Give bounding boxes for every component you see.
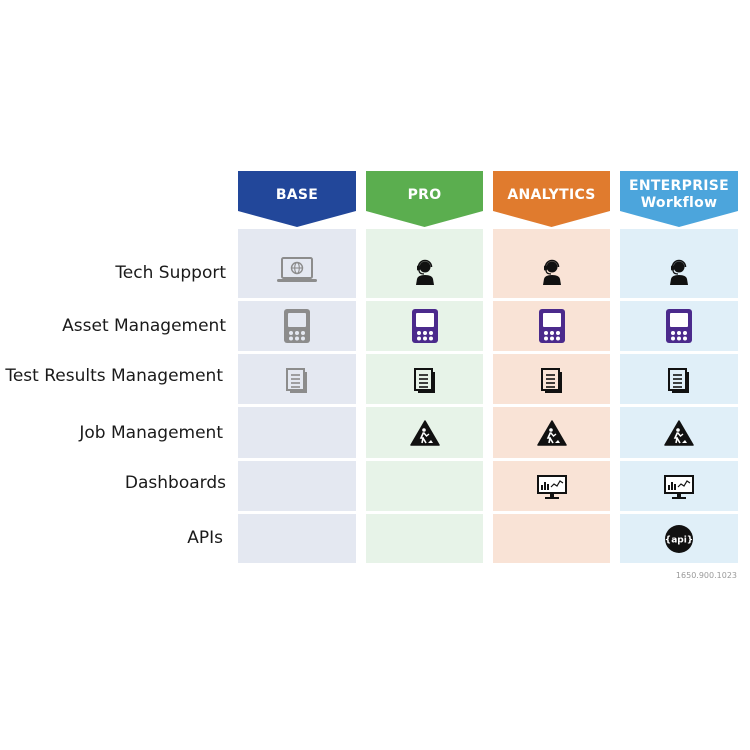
dashboard-monitor-icon bbox=[536, 475, 567, 499]
api-icon: {api} bbox=[665, 525, 693, 553]
column-analytics: ANALYTICS bbox=[493, 171, 610, 563]
cell-analytics-test-results-management bbox=[493, 354, 610, 404]
row-label-job-management: Job Management bbox=[79, 423, 223, 443]
cell-analytics-asset-management bbox=[493, 301, 610, 351]
document-icon bbox=[286, 368, 307, 393]
document-icon bbox=[540, 368, 562, 393]
cell-base-dashboards bbox=[238, 461, 356, 511]
cell-analytics-tech-support bbox=[493, 229, 610, 298]
column-subtitle-enterprise: Workflow bbox=[640, 195, 718, 211]
column-title-base: BASE bbox=[275, 187, 319, 203]
document-icon bbox=[413, 368, 435, 393]
cell-enterprise-dashboards bbox=[620, 461, 738, 511]
column-header-enterprise: ENTERPRISE Workflow bbox=[620, 171, 738, 227]
work-in-progress-icon bbox=[664, 420, 694, 446]
cell-pro-job-management bbox=[366, 407, 483, 458]
cell-base-asset-management bbox=[238, 301, 356, 351]
cell-analytics-dashboards bbox=[493, 461, 610, 511]
document-icon bbox=[668, 368, 689, 393]
cell-pro-test-results-management bbox=[366, 354, 483, 404]
cell-base-apis bbox=[238, 514, 356, 563]
column-pro: PRO bbox=[366, 171, 483, 563]
row-label-apis: APIs bbox=[187, 528, 223, 548]
support-agent-icon bbox=[542, 259, 561, 285]
column-title-enterprise: ENTERPRISE bbox=[628, 178, 730, 194]
column-base: BASE bbox=[238, 171, 356, 563]
column-title-pro: PRO bbox=[407, 187, 442, 203]
column-header-base: BASE bbox=[238, 171, 356, 227]
test-device-icon bbox=[538, 309, 565, 343]
column-header-analytics: ANALYTICS bbox=[493, 171, 610, 227]
cell-analytics-job-management bbox=[493, 407, 610, 458]
test-device-icon bbox=[411, 309, 438, 343]
laptop-globe-icon bbox=[277, 257, 317, 282]
support-agent-icon bbox=[670, 259, 688, 285]
dashboard-monitor-icon bbox=[664, 475, 694, 499]
column-enterprise: ENTERPRISE Workflow bbox=[620, 171, 738, 563]
api-icon-label: {api} bbox=[665, 536, 693, 546]
cell-enterprise-asset-management bbox=[620, 301, 738, 351]
cell-enterprise-apis: {api} bbox=[620, 514, 738, 563]
row-label-tech-support: Tech Support bbox=[115, 263, 226, 283]
test-device-icon bbox=[284, 309, 310, 343]
cell-enterprise-job-management bbox=[620, 407, 738, 458]
cell-pro-dashboards bbox=[366, 461, 483, 511]
cell-pro-tech-support bbox=[366, 229, 483, 298]
column-header-pro: PRO bbox=[366, 171, 483, 227]
cell-base-job-management bbox=[238, 407, 356, 458]
test-device-icon bbox=[666, 309, 692, 343]
cell-pro-asset-management bbox=[366, 301, 483, 351]
cell-enterprise-test-results-management bbox=[620, 354, 738, 404]
cell-base-tech-support bbox=[238, 229, 356, 298]
work-in-progress-icon bbox=[409, 420, 440, 446]
row-label-test-results-management: Test Results Management bbox=[5, 366, 223, 386]
row-label-asset-management: Asset Management bbox=[62, 316, 226, 336]
support-agent-icon bbox=[415, 259, 434, 285]
cell-analytics-apis bbox=[493, 514, 610, 563]
cell-pro-apis bbox=[366, 514, 483, 563]
row-label-dashboards: Dashboards bbox=[124, 473, 226, 493]
cell-base-test-results-management bbox=[238, 354, 356, 404]
cell-enterprise-tech-support bbox=[620, 229, 738, 298]
work-in-progress-icon bbox=[536, 420, 567, 446]
document-id: 1650.900.1023 bbox=[675, 571, 737, 580]
column-title-analytics: ANALYTICS bbox=[507, 187, 596, 203]
